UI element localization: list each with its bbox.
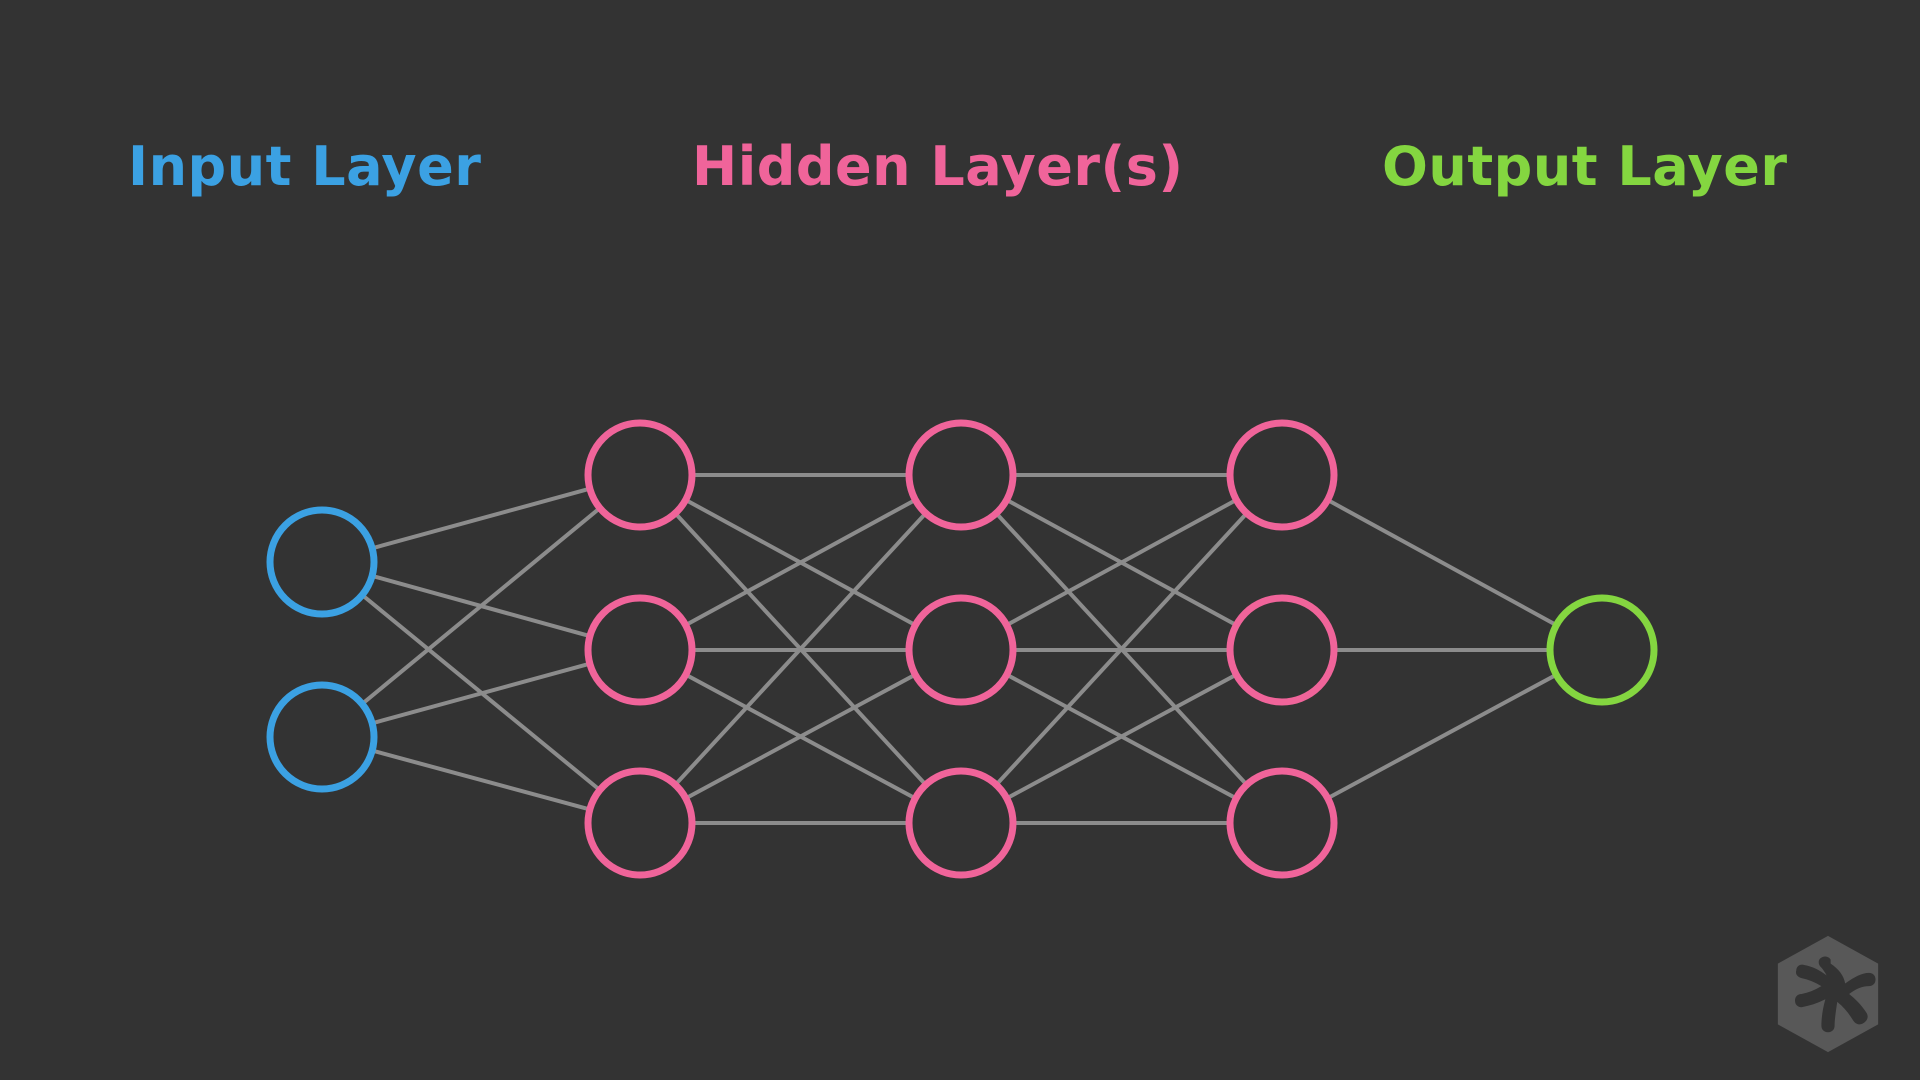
neuron-node-h3_3[interactable]	[1226, 767, 1338, 879]
neuron-node-h1_3[interactable]	[584, 767, 696, 879]
neuron-node-h2_1[interactable]	[905, 419, 1017, 531]
neuron-node-h3_2[interactable]	[1226, 594, 1338, 706]
neuron-node-h1_2[interactable]	[584, 594, 696, 706]
connection-edge	[371, 748, 591, 812]
connection-edge	[673, 511, 928, 787]
neuron-node-h2_2[interactable]	[905, 594, 1017, 706]
connection-edge	[1326, 498, 1558, 627]
edges-group	[360, 473, 1558, 825]
neuron-node-h3_1[interactable]	[1226, 419, 1338, 531]
neuron-node-h2_3[interactable]	[905, 767, 1017, 879]
hexagon-neuron-logo-icon	[1777, 935, 1879, 1053]
connection-edge	[371, 486, 591, 551]
connection-edge	[1326, 673, 1558, 800]
hidden-layer-title: Hidden Layer(s)	[692, 135, 1184, 198]
connection-edge	[1005, 673, 1238, 800]
connection-edge	[360, 506, 602, 706]
connection-edge	[684, 673, 917, 800]
input-layer-title: Input Layer	[128, 135, 482, 198]
watermark-neuron-glyph	[1795, 956, 1876, 1033]
output-layer-title: Output Layer	[1382, 135, 1788, 198]
nodes-group	[266, 419, 1658, 879]
connection-edge	[1005, 498, 1238, 627]
connection-edge	[994, 511, 1249, 787]
neuron-node-h1_1[interactable]	[584, 419, 696, 531]
connection-edge	[684, 498, 917, 627]
neuron-node-o1[interactable]	[1546, 594, 1658, 706]
watermark-branch-shape	[1795, 956, 1876, 1033]
neuron-node-i1[interactable]	[266, 506, 378, 618]
connection-edge	[371, 661, 591, 726]
neuron-node-i2[interactable]	[266, 681, 378, 793]
